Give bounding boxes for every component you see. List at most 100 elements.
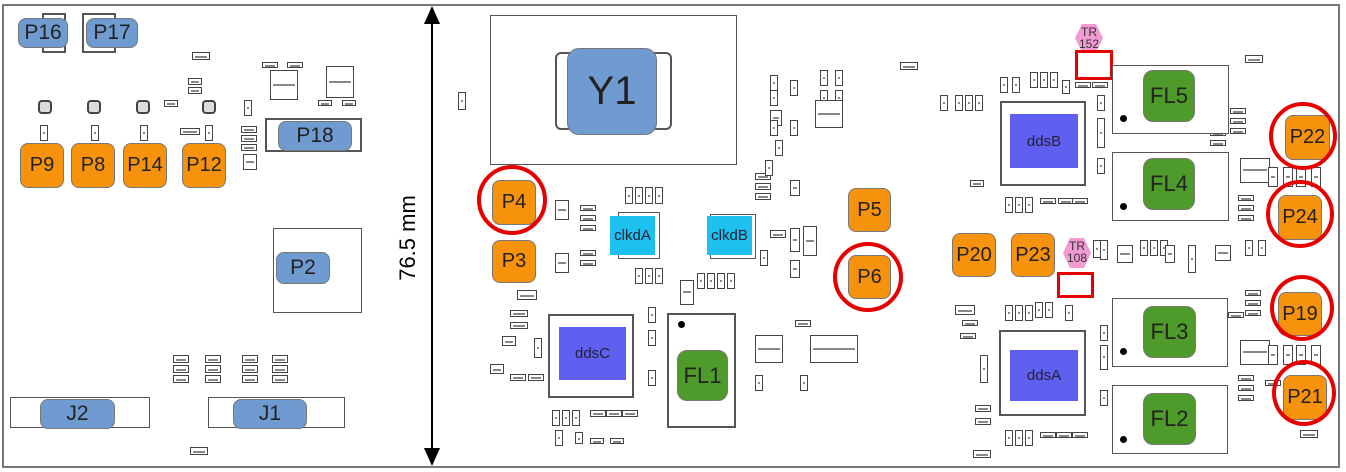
smd-component: [1097, 118, 1105, 148]
smd-component: [242, 375, 258, 383]
smd-component: [342, 100, 356, 106]
smd-component: [707, 273, 715, 289]
smd-component: [140, 125, 148, 141]
smd-component: [965, 95, 973, 111]
smd-component: [590, 410, 606, 417]
smd-component: [555, 430, 563, 446]
smd-component: [1005, 430, 1013, 446]
filter-fl4: FL4: [1143, 158, 1195, 210]
smd-component: [1065, 305, 1073, 321]
smd-component: [1025, 197, 1033, 213]
smd-component: [955, 95, 963, 111]
smd-component: [1215, 245, 1231, 261]
tr-number: 108: [1066, 251, 1088, 265]
smd-component: [680, 280, 694, 305]
smd-component: [190, 447, 208, 455]
smd-component: [955, 305, 975, 315]
tr-label: TR: [1069, 239, 1085, 253]
smd-component: [502, 336, 516, 346]
smd-component: [555, 253, 569, 273]
chip-ddsb: ddsB: [1010, 114, 1078, 168]
pad-p14: P14: [123, 143, 167, 188]
smd-component: [835, 70, 843, 86]
smd-component: [458, 92, 466, 110]
smd-component: [760, 250, 768, 266]
smd-component: [1097, 158, 1105, 174]
smd-component: [980, 355, 988, 383]
smd-component: [1230, 118, 1246, 124]
connector-p17: P17: [86, 18, 138, 48]
smd-component: [1238, 195, 1254, 201]
connector-j2: J2: [40, 399, 115, 429]
smd-component: [975, 418, 991, 425]
smd-component: [1015, 430, 1023, 446]
chip-clkda: clkdA: [610, 216, 655, 255]
filter-fl1: FL1: [677, 350, 728, 401]
smd-component: [962, 320, 978, 326]
smd-component: [1245, 240, 1253, 256]
smd-component: [1240, 158, 1270, 183]
smd-component: [580, 215, 596, 221]
smd-component: [1100, 325, 1108, 341]
smd-component: [655, 268, 663, 284]
smd-component: [755, 193, 771, 200]
smd-component: [528, 374, 544, 381]
smd-component: [1117, 245, 1133, 263]
smd-component: [1165, 245, 1175, 263]
highlight-circle-p24: [1266, 180, 1334, 248]
smd-component: [770, 230, 786, 238]
smd-component: [1075, 82, 1091, 88]
smd-component: [775, 140, 783, 156]
smd-component: [765, 160, 773, 176]
smd-component: [1040, 198, 1056, 204]
smd-component: [1300, 430, 1318, 438]
crystal-y1: Y1: [567, 48, 657, 135]
smd-component: [1097, 95, 1105, 111]
smd-component: [205, 375, 221, 383]
highlight-circle-p22: [1269, 102, 1337, 170]
smd-component: [975, 405, 991, 412]
smd-component: [770, 120, 778, 136]
smd-component: [272, 355, 288, 363]
smd-component: [192, 52, 210, 60]
smd-component: [318, 100, 332, 106]
smd-component: [770, 75, 778, 91]
smd-component: [580, 260, 596, 266]
smd-component: [790, 120, 798, 136]
smd-component: [91, 125, 99, 141]
pad-p12: P12: [182, 143, 226, 188]
pin1-marker: [1120, 115, 1127, 122]
smd-component: [717, 273, 725, 289]
smd-component: [800, 375, 808, 391]
smd-component: [755, 173, 771, 180]
highlight-box-tr108: [1057, 272, 1094, 298]
smd-component: [1050, 72, 1058, 88]
smd-component: [173, 365, 189, 373]
pad-p20: P20: [952, 233, 996, 277]
smd-component: [1258, 240, 1266, 256]
smd-component: [622, 410, 638, 417]
smd-component: [645, 268, 653, 284]
pad-p3: P3: [492, 240, 536, 283]
smd-component: [755, 335, 783, 363]
smd-component: [625, 187, 633, 204]
smd-component: [960, 333, 976, 339]
smd-component: [1268, 167, 1278, 187]
board-outline: [2, 4, 1340, 468]
dimension-line: [431, 12, 433, 460]
highlight-circle-p21: [1272, 360, 1336, 426]
pin1-marker: [1120, 203, 1127, 210]
smd-component: [655, 187, 663, 204]
smd-component: [40, 125, 48, 141]
smd-component: [241, 144, 257, 151]
smd-component: [580, 205, 596, 211]
connector-j1: J1: [233, 399, 307, 429]
smd-component: [648, 330, 656, 346]
smd-component: [1238, 375, 1254, 381]
smd-component: [517, 290, 537, 300]
pad-p5: P5: [848, 188, 891, 232]
smd-component: [243, 154, 257, 170]
smd-component: [180, 128, 200, 135]
smd-component: [1240, 340, 1270, 365]
